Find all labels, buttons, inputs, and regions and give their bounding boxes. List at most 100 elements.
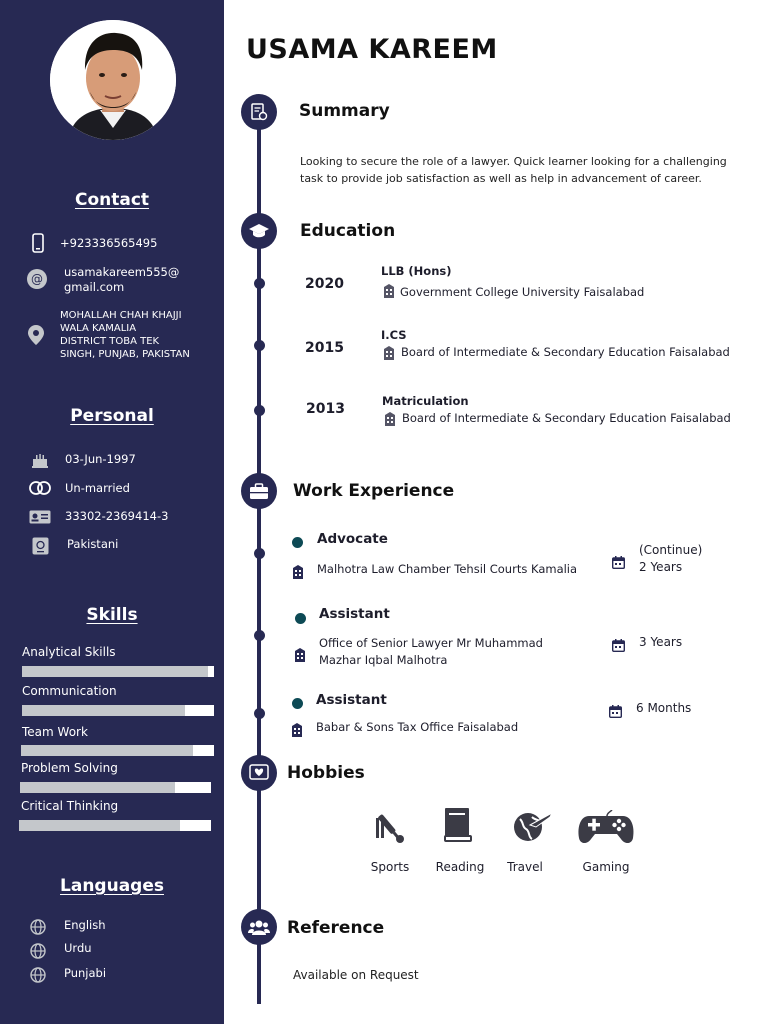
job-place: Mazhar Iqbal Malhotra [319, 653, 448, 667]
job-place: Babar & Sons Tax Office Faisalabad [316, 720, 519, 734]
summary-icon [241, 94, 277, 130]
cricket-bat-icon [376, 814, 404, 843]
job-place: Malhotra Law Chamber Tehsil Courts Kamal… [317, 562, 578, 576]
personal-dob: 03-Jun-1997 [65, 452, 136, 466]
skill-label-communication: Communication [22, 684, 117, 698]
contact-address-line4: SINGH, PUNJAB, PAKISTAN [60, 349, 190, 360]
contact-email-line2: gmail.com [64, 280, 125, 294]
sidebar: Contact +923336565495 @ usamakareem555@ … [0, 0, 224, 1024]
reference-text: Available on Request [293, 968, 419, 982]
job-bullet [292, 698, 303, 709]
globe-plane-icon [514, 811, 554, 841]
education-year: 2013 [306, 401, 345, 417]
book-icon [444, 808, 472, 842]
job-bullet [295, 613, 306, 624]
contact-address-line2: WALA KAMALIA [60, 323, 137, 334]
rings-icon [28, 478, 52, 498]
profile-photo [50, 20, 176, 140]
calendar-icon [609, 705, 622, 718]
work-experience-title: Work Experience [293, 481, 455, 501]
graduation-cap-icon [241, 213, 277, 249]
contact-address-line3: DISTRICT TOBA TEK [60, 336, 160, 347]
passport-icon [30, 536, 50, 556]
job-duration: 3 Years [639, 635, 683, 649]
education-year: 2020 [305, 276, 344, 292]
contact-phone: +923336565495 [60, 236, 158, 250]
skill-label-teamwork: Team Work [22, 725, 88, 739]
skills-heading: Skills [86, 605, 138, 625]
email-icon: @ [27, 269, 47, 289]
education-institution: Government College University Faisalabad [400, 285, 645, 299]
language-english: English [64, 918, 106, 932]
skill-fill [21, 745, 193, 756]
language-punjabi: Punjabi [64, 966, 107, 980]
briefcase-icon [241, 473, 277, 509]
office-building-icon [293, 565, 303, 579]
education-degree: I.CS [381, 328, 407, 342]
skill-bar-analytical [22, 666, 214, 677]
hobbies-title: Hobbies [287, 763, 365, 783]
personal-heading: Personal [70, 406, 154, 426]
languages-heading: Languages [60, 876, 164, 896]
skill-bar-problem-solving [20, 782, 211, 793]
hobby-sports-label: Sports [370, 860, 410, 874]
job-duration: 2 Years [639, 560, 683, 574]
timeline-dot [254, 405, 265, 416]
timeline-dot [254, 340, 265, 351]
job-role: Assistant [319, 606, 390, 622]
job-role: Assistant [316, 692, 387, 708]
summary-title: Summary [299, 101, 390, 121]
globe-icon [28, 965, 48, 985]
globe-icon [28, 917, 48, 937]
timeline-dot [254, 630, 265, 641]
education-degree: Matriculation [382, 394, 469, 408]
skill-label-analytical: Analytical Skills [22, 645, 116, 659]
heart-icon [241, 755, 277, 791]
calendar-icon [612, 556, 625, 569]
office-building-icon [295, 648, 305, 662]
building-icon [384, 284, 394, 298]
hobby-reading-label: Reading [435, 860, 485, 874]
personal-marital-status: Un-married [65, 481, 130, 495]
skill-fill [22, 666, 209, 677]
hobby-travel-label: Travel [507, 860, 543, 874]
education-institution: Board of Intermediate & Secondary Educat… [401, 345, 730, 359]
id-card-icon [29, 507, 51, 527]
education-institution: Board of Intermediate & Secondary Educat… [402, 411, 731, 425]
job-bullet [292, 537, 303, 548]
job-place: Office of Senior Lawyer Mr Muhammad [319, 636, 543, 650]
hobby-gaming-label: Gaming [582, 860, 630, 874]
game-controller-icon [578, 810, 634, 844]
timeline-dot [254, 708, 265, 719]
education-year: 2015 [305, 340, 344, 356]
contact-email-line1: usamakareem555@ [64, 265, 180, 279]
skill-bar-critical-thinking [19, 820, 211, 831]
job-duration: (Continue) [639, 543, 703, 557]
education-degree: LLB (Hons) [381, 264, 452, 278]
candidate-name: USAMA KAREEM [246, 34, 498, 65]
skill-bar-communication [22, 705, 214, 716]
job-duration: 6 Months [636, 701, 692, 715]
globe-icon [28, 941, 48, 961]
phone-icon [28, 233, 48, 253]
education-title: Education [300, 221, 396, 241]
location-pin-icon [26, 325, 46, 345]
skill-bar-teamwork [21, 745, 214, 756]
skill-fill [19, 820, 181, 831]
skill-label-critical-thinking: Critical Thinking [21, 799, 119, 813]
summary-line2: task to provide job satisfaction as well… [300, 172, 702, 185]
birthday-cake-icon [30, 450, 50, 470]
svg-text:@: @ [31, 272, 43, 286]
people-icon [241, 909, 277, 945]
reference-title: Reference [287, 918, 385, 938]
contact-heading: Contact [74, 190, 150, 210]
job-role: Advocate [317, 531, 388, 547]
language-urdu: Urdu [64, 941, 92, 955]
summary-line1: Looking to secure the role of a lawyer. … [300, 155, 727, 168]
office-building-icon [292, 723, 302, 737]
skill-label-problem-solving: Problem Solving [21, 761, 118, 775]
building-icon [385, 412, 395, 426]
personal-nationality: Pakistani [67, 537, 119, 551]
personal-cnic: 33302-2369414-3 [65, 509, 169, 523]
timeline-dot [254, 278, 265, 289]
